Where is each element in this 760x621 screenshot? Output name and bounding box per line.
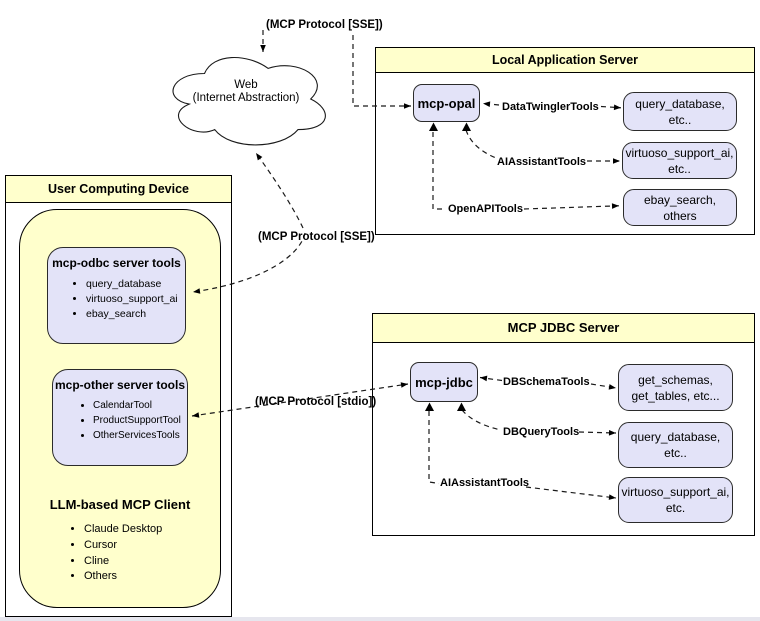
cloud-line2: (Internet Abstraction) (192, 92, 300, 104)
openapi-tools-label: OpenAPITools (448, 203, 523, 215)
get-schemas-node: get_schemas, get_tables, etc... (618, 364, 733, 411)
virtuoso-support-ai-node: virtuoso_support_ai, etc.. (622, 142, 737, 179)
list-item: CalendarTool (93, 400, 187, 412)
node-text: others (663, 208, 697, 223)
cloud-line1: Web (234, 79, 258, 91)
datatwingler-tools-label: DataTwinglerTools (502, 101, 599, 113)
list-item: ebay_search (86, 308, 185, 320)
node-text: get_schemas, (638, 372, 713, 387)
node-text: virtuoso_support_ai, (621, 485, 730, 499)
list-item: ProductSupportTool (93, 415, 187, 427)
mcp-odbc-server-tools-title: mcp-odbc server tools (52, 256, 181, 270)
user-computing-device-title: User Computing Device (6, 176, 231, 203)
node-text: get_tables, etc... (631, 388, 720, 403)
window-bottom-edge (0, 617, 760, 621)
list-item: OtherServicesTools (93, 430, 187, 442)
mcp-other-tools-list: CalendarTool ProductSupportTool OtherSer… (93, 400, 187, 442)
dbquery-tools-label: DBQueryTools (503, 426, 580, 438)
node-text: etc.. (664, 446, 687, 460)
node-text: query_database, (630, 430, 721, 444)
mcp-odbc-server-tools-node: mcp-odbc server tools query_database vir… (47, 247, 186, 344)
list-item: Cline (84, 555, 162, 568)
llm-mcp-client-title: LLM-based MCP Client (49, 497, 191, 512)
query-database-node: query_database, etc.. (623, 92, 737, 131)
aiassistant-tools-label: AIAssistantTools (497, 156, 587, 168)
list-item: virtuoso_support_ai (86, 293, 185, 305)
mcp-opal-node: mcp-opal (413, 84, 480, 122)
list-item: Cursor (84, 539, 162, 552)
node-text: ebay_search, (643, 192, 717, 207)
query-database-jdbc-node: query_database, etc.. (618, 422, 733, 468)
mcp-jdbc-node: mcp-jdbc (410, 362, 478, 402)
ebay-search-node: ebay_search, others (623, 189, 737, 226)
virtuoso-support-ai-jdbc-node: virtuoso_support_ai, etc. (618, 477, 733, 523)
web-cloud-label: Web (Internet Abstraction) (166, 79, 326, 105)
llm-mcp-client-list: Claude Desktop Cursor Cline Others (84, 523, 162, 586)
list-item: Claude Desktop (84, 523, 162, 536)
local-application-server-title: Local Application Server (376, 48, 754, 73)
mcp-protocol-sse-mid-label: (MCP Protocol [SSE]) (258, 231, 375, 243)
node-text: virtuoso_support_ai, (625, 145, 734, 160)
mcp-odbc-tools-list: query_database virtuoso_support_ai ebay_… (86, 278, 185, 320)
mcp-other-server-tools-node: mcp-other server tools CalendarTool Prod… (52, 369, 188, 466)
dbschema-tools-label: DBSchemaTools (503, 376, 590, 388)
mcp-protocol-stdio-label: (MCP Protocol [stdio]) (255, 396, 377, 408)
aiassistant-tools-jdbc-label: AIAssistantTools (440, 477, 530, 489)
list-item: query_database (86, 278, 185, 290)
node-text: etc. (665, 501, 686, 515)
mcp-jdbc-server-title: MCP JDBC Server (373, 314, 754, 343)
mcp-other-server-tools-title: mcp-other server tools (54, 378, 186, 392)
mcp-protocol-sse-top-label: (MCP Protocol [SSE]) (266, 19, 383, 31)
list-item: Others (84, 571, 162, 583)
node-text: query_database, (635, 96, 725, 111)
node-text: etc.. (668, 161, 691, 176)
node-text: etc.. (668, 112, 692, 127)
